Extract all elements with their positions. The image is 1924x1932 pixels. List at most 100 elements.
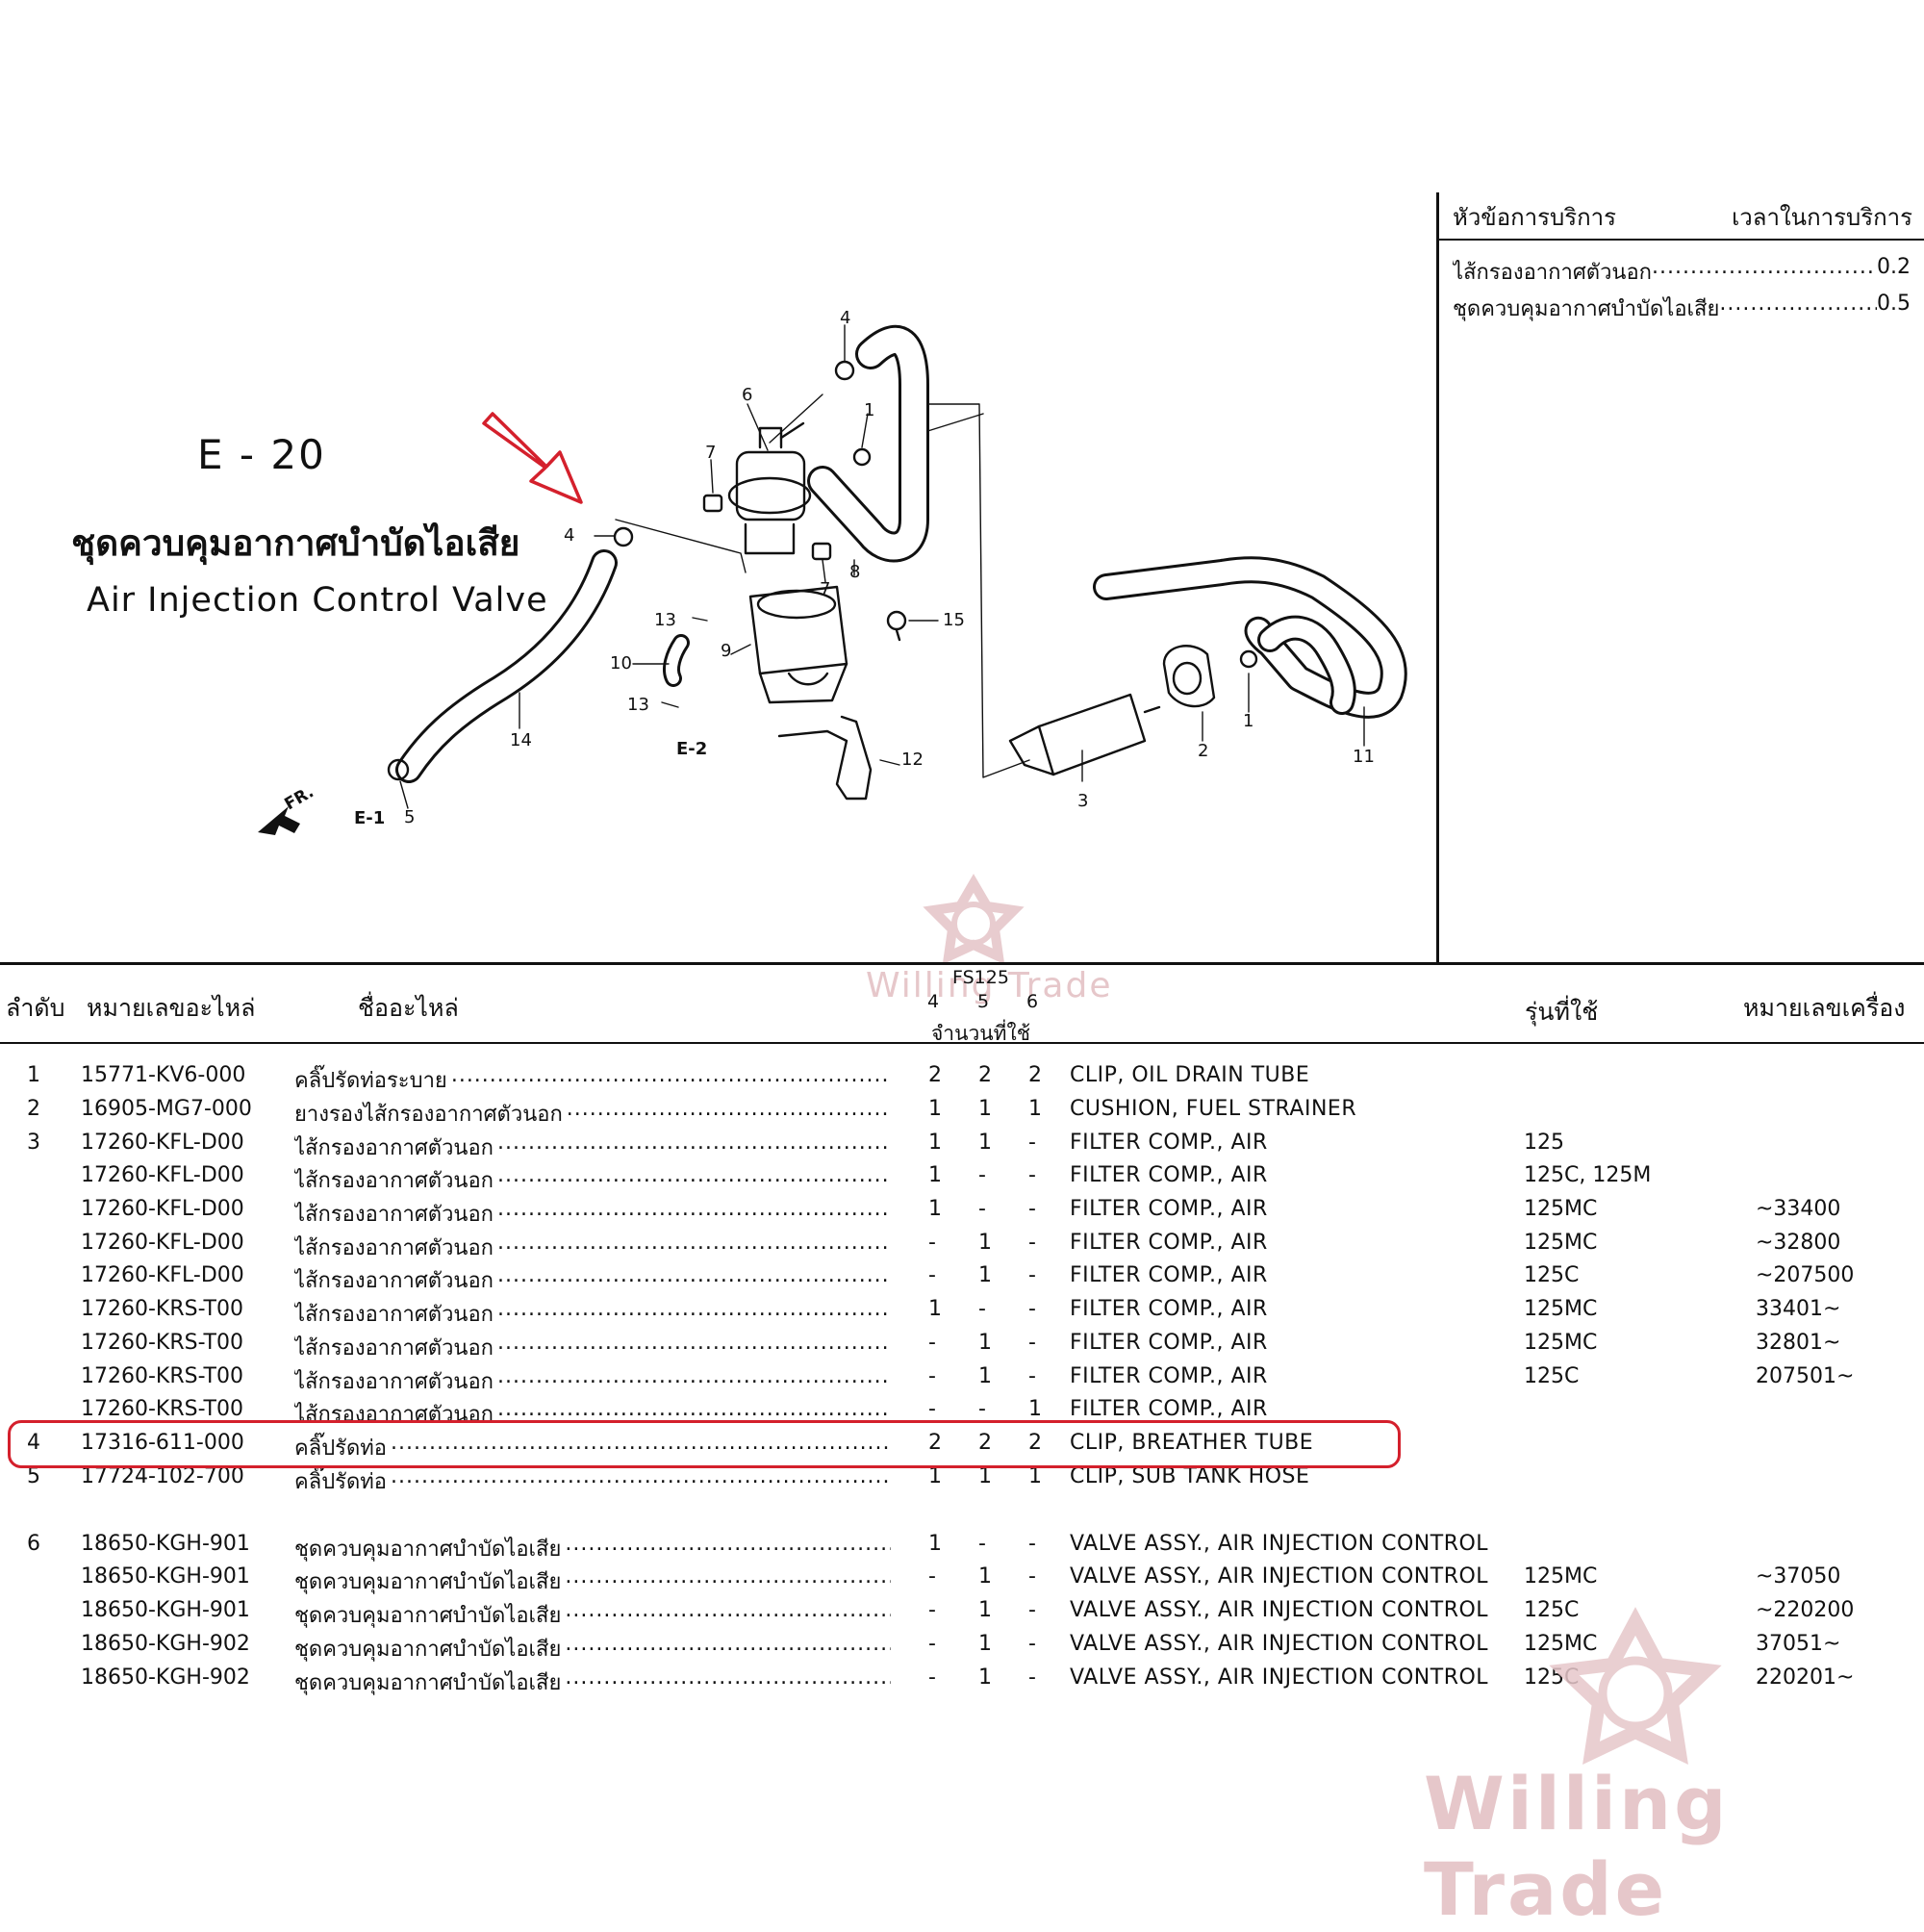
row-part-number: 15771-KV6-000 — [81, 1063, 246, 1087]
row-qty-6: - — [1028, 1632, 1036, 1656]
row-qty-6: - — [1028, 1297, 1036, 1321]
row-frame-number: ~33400 — [1756, 1197, 1841, 1221]
callout-1-a: 1 — [864, 400, 874, 420]
callout-6: 6 — [742, 385, 752, 405]
row-part-number: 17260-KRS-T00 — [81, 1364, 243, 1388]
row-thai-name: ชุดควบคุมอากาศบำบัดไอเสีย...............… — [294, 1598, 891, 1628]
table-row: 18650-KGH-901-1-VALVE ASSY., AIR INJECTI… — [0, 1564, 1924, 1597]
watermark-text: Willing Trade — [866, 966, 1113, 1005]
row-english-name: FILTER COMP., AIR — [1070, 1131, 1268, 1155]
header-part-no: หมายเลขอะไหล่ — [87, 994, 256, 1022]
row-english-name: CUSHION, FUEL STRAINER — [1070, 1097, 1357, 1121]
row-qty-5: 1 — [978, 1632, 992, 1656]
row-thai-name: ไส้กรองอากาศตัวนอก......................… — [294, 1163, 891, 1193]
row-english-name: FILTER COMP., AIR — [1070, 1397, 1268, 1421]
row-part-number: 17260-KRS-T00 — [81, 1297, 243, 1321]
row-model: 125 — [1524, 1131, 1564, 1155]
service-item: ไส้กรองอากาศตัวนอก .....................… — [1453, 255, 1911, 285]
row-qty-5: 2 — [978, 1431, 992, 1455]
row-thai-name: ชุดควบคุมอากาศบำบัดไอเสีย...............… — [294, 1632, 891, 1662]
row-qty-6: - — [1028, 1263, 1036, 1287]
callout-15: 15 — [943, 610, 965, 630]
service-header-left: หัวข้อการบริการ — [1453, 204, 1617, 231]
exploded-parts-diagram: 1 1 2 3 4 4 5 6 7 7 8 9 10 11 12 13 13 1… — [258, 308, 1407, 962]
row-qty-4: 1 — [928, 1532, 942, 1556]
section-code: E - 20 — [197, 431, 326, 478]
row-part-number: 17260-KFL-D00 — [81, 1231, 244, 1255]
row-seq: 5 — [27, 1464, 40, 1488]
row-part-number: 16905-MG7-000 — [81, 1097, 252, 1121]
row-qty-6: - — [1028, 1665, 1036, 1690]
row-part-number: 17260-KFL-D00 — [81, 1131, 244, 1155]
row-qty-5: 2 — [978, 1063, 992, 1087]
row-part-number: 17724-102-700 — [81, 1464, 244, 1488]
row-qty-5: - — [978, 1532, 986, 1556]
callout-13-b: 13 — [627, 695, 649, 715]
row-part-number: 17260-KRS-T00 — [81, 1331, 243, 1355]
service-divider — [1436, 192, 1439, 962]
row-qty-5: 1 — [978, 1598, 992, 1622]
row-model: 125MC — [1524, 1331, 1598, 1355]
callout-4-b: 4 — [564, 525, 574, 546]
front-direction-icon — [258, 806, 300, 835]
row-english-name: FILTER COMP., AIR — [1070, 1163, 1268, 1187]
row-model: 125C — [1524, 1364, 1580, 1388]
row-qty-6: 1 — [1028, 1464, 1042, 1488]
row-english-name: CLIP, SUB TANK HOSE — [1070, 1464, 1310, 1488]
row-frame-number: 37051~ — [1756, 1632, 1841, 1656]
row-qty-5: - — [978, 1397, 986, 1421]
header-qty-5: 5 — [977, 991, 990, 1012]
table-header-rule — [0, 1042, 1924, 1044]
row-english-name: FILTER COMP., AIR — [1070, 1331, 1268, 1355]
callout-4-a: 4 — [840, 308, 850, 328]
callout-5: 5 — [404, 807, 415, 827]
header-seq: ลำดับ — [6, 994, 65, 1022]
row-english-name: CLIP, OIL DRAIN TUBE — [1070, 1063, 1310, 1087]
row-model: 125C — [1524, 1598, 1580, 1622]
section-title-english: Air Injection Control Valve — [87, 581, 548, 620]
callout-9: 9 — [721, 641, 731, 661]
row-qty-6: 1 — [1028, 1397, 1042, 1421]
watermark-logo-icon — [923, 874, 1025, 962]
row-qty-5: 1 — [978, 1231, 992, 1255]
row-qty-4: 1 — [928, 1163, 942, 1187]
row-thai-name: ไส้กรองอากาศตัวนอก......................… — [294, 1364, 891, 1394]
row-thai-name: ชุดควบคุมอากาศบำบัดไอเสีย...............… — [294, 1532, 891, 1562]
row-qty-4: 1 — [928, 1131, 942, 1155]
row-qty-6: - — [1028, 1331, 1036, 1355]
row-english-name: FILTER COMP., AIR — [1070, 1231, 1268, 1255]
row-model: 125MC — [1524, 1231, 1598, 1255]
ref-e2: E-2 — [676, 739, 707, 759]
table-row: 18650-KGH-902-1-VALVE ASSY., AIR INJECTI… — [0, 1665, 1924, 1698]
service-item: ชุดควบคุมอากาศบำบัดไอเสีย ..............… — [1453, 292, 1911, 321]
row-model: 125C, 125M — [1524, 1163, 1652, 1187]
row-qty-4: - — [928, 1564, 936, 1589]
header-model-group: FS125 — [952, 967, 1009, 988]
row-qty-4: 2 — [928, 1063, 942, 1087]
row-qty-4: - — [928, 1397, 936, 1421]
callout-12: 12 — [901, 750, 924, 770]
row-qty-5: 1 — [978, 1263, 992, 1287]
row-frame-number: 33401~ — [1756, 1297, 1841, 1321]
row-qty-6: - — [1028, 1131, 1036, 1155]
row-frame-number: ~220200 — [1756, 1598, 1855, 1622]
row-english-name: VALVE ASSY., AIR INJECTION CONTROL — [1070, 1665, 1489, 1690]
ref-e1: E-1 — [354, 808, 385, 828]
callout-2: 2 — [1198, 741, 1208, 761]
row-qty-5: 1 — [978, 1665, 992, 1690]
row-english-name: FILTER COMP., AIR — [1070, 1364, 1268, 1388]
header-model: รุ่นที่ใช้ — [1525, 998, 1599, 1026]
row-qty-4: - — [928, 1231, 936, 1255]
watermark-text-large: Willing Trade — [1424, 1761, 1730, 1932]
table-row: 18650-KGH-902-1-VALVE ASSY., AIR INJECTI… — [0, 1632, 1924, 1665]
row-frame-number: ~32800 — [1756, 1231, 1841, 1255]
row-qty-4: - — [928, 1263, 936, 1287]
row-english-name: VALVE ASSY., AIR INJECTION CONTROL — [1070, 1532, 1489, 1556]
